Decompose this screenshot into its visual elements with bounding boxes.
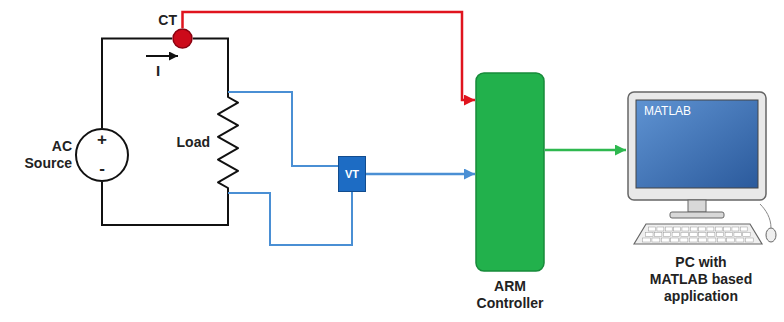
vt-box bbox=[339, 157, 366, 192]
signal-arrow bbox=[366, 173, 475, 176]
current-transformer-shape bbox=[172, 28, 193, 49]
polarity-sign: + bbox=[97, 131, 107, 148]
pc-monitor: MATLABPC with MATLAB based application bbox=[626, 92, 778, 252]
circuit-wire bbox=[240, 192, 352, 245]
tap-wire bbox=[228, 192, 240, 194]
polarity-sign: - bbox=[99, 160, 105, 177]
current-symbol: I bbox=[156, 62, 160, 79]
signal-arrow bbox=[183, 12, 476, 100]
tap-wire bbox=[228, 91, 240, 93]
ct-dot bbox=[173, 29, 192, 48]
arm-controller: ARM Controller bbox=[475, 72, 545, 272]
current-transformer: CT bbox=[172, 28, 193, 49]
monitor-stand bbox=[688, 200, 706, 212]
arm-controller-shape bbox=[475, 72, 545, 272]
mouse bbox=[766, 228, 776, 242]
mouse-cable bbox=[760, 204, 771, 228]
ct-label: CT bbox=[158, 12, 177, 28]
resistor-symbol bbox=[218, 85, 238, 200]
voltage-transformer: VT bbox=[338, 156, 366, 192]
monitor-screen bbox=[636, 100, 758, 188]
circuit-wire bbox=[193, 39, 228, 86]
vt-label: VT bbox=[345, 168, 359, 180]
load-resistor: Load bbox=[216, 85, 240, 200]
keyboard-keys bbox=[643, 227, 754, 242]
monitor-base bbox=[670, 212, 724, 218]
keyboard bbox=[634, 224, 762, 244]
source-circle bbox=[76, 129, 128, 181]
circuit-wire bbox=[102, 39, 172, 129]
source-label: AC Source bbox=[8, 138, 72, 172]
load-label: Load bbox=[177, 134, 210, 151]
pc-label: PC with MATLAB based application bbox=[647, 254, 755, 305]
load-resistor-shape bbox=[216, 85, 240, 200]
screen-text: MATLAB bbox=[644, 104, 691, 118]
signal-arrow bbox=[545, 149, 626, 152]
circuit-wire bbox=[102, 182, 228, 225]
controller-label: ARM Controller bbox=[465, 278, 555, 312]
circuit-wire bbox=[240, 92, 338, 166]
monitor-bezel bbox=[628, 92, 766, 200]
ac-source: AC Source+- bbox=[75, 128, 129, 182]
controller-box bbox=[476, 73, 544, 271]
current-arrow bbox=[146, 55, 178, 57]
